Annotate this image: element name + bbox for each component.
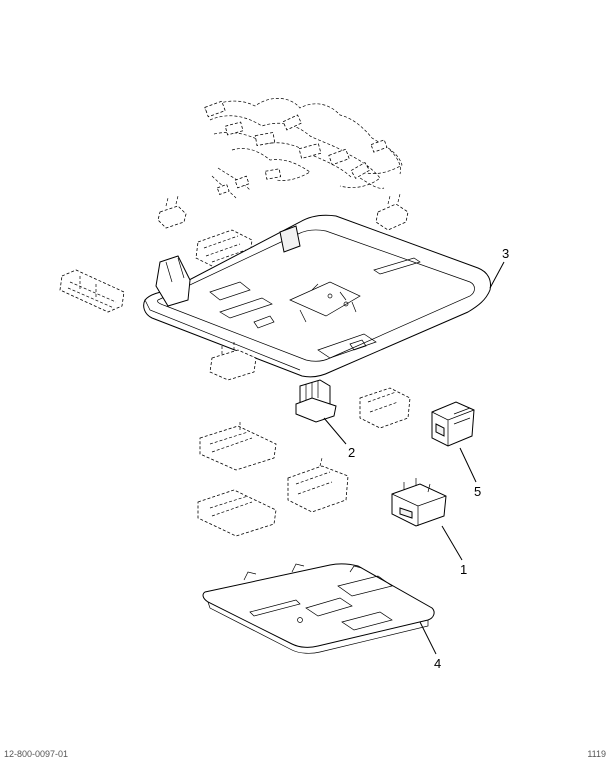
leader-lines [323,261,505,655]
part-1-lamp-module [391,478,447,527]
callout-4: 4 [434,656,441,671]
module-center-right [359,387,411,429]
console-housing [143,214,491,378]
callout-3: 3 [502,246,509,261]
part-2-socket [295,379,337,423]
wiring-harness [204,98,403,199]
connector-top-left [157,195,187,229]
part-5-switch [431,401,475,447]
callout-2: 2 [348,445,355,460]
connector-top-right [375,193,409,231]
module-mid-center [287,457,349,513]
connector-far-left [59,269,125,313]
figure-number: 12-800-0097-01 [4,749,69,759]
callout-1: 1 [460,562,467,577]
module-lower-left [197,489,277,537]
module-center-left [209,342,257,381]
callout-5: 5 [474,484,481,499]
figure-code: 1119 [587,749,606,759]
part-4-trim-bezel [202,563,435,654]
module-mid-left [199,420,277,471]
